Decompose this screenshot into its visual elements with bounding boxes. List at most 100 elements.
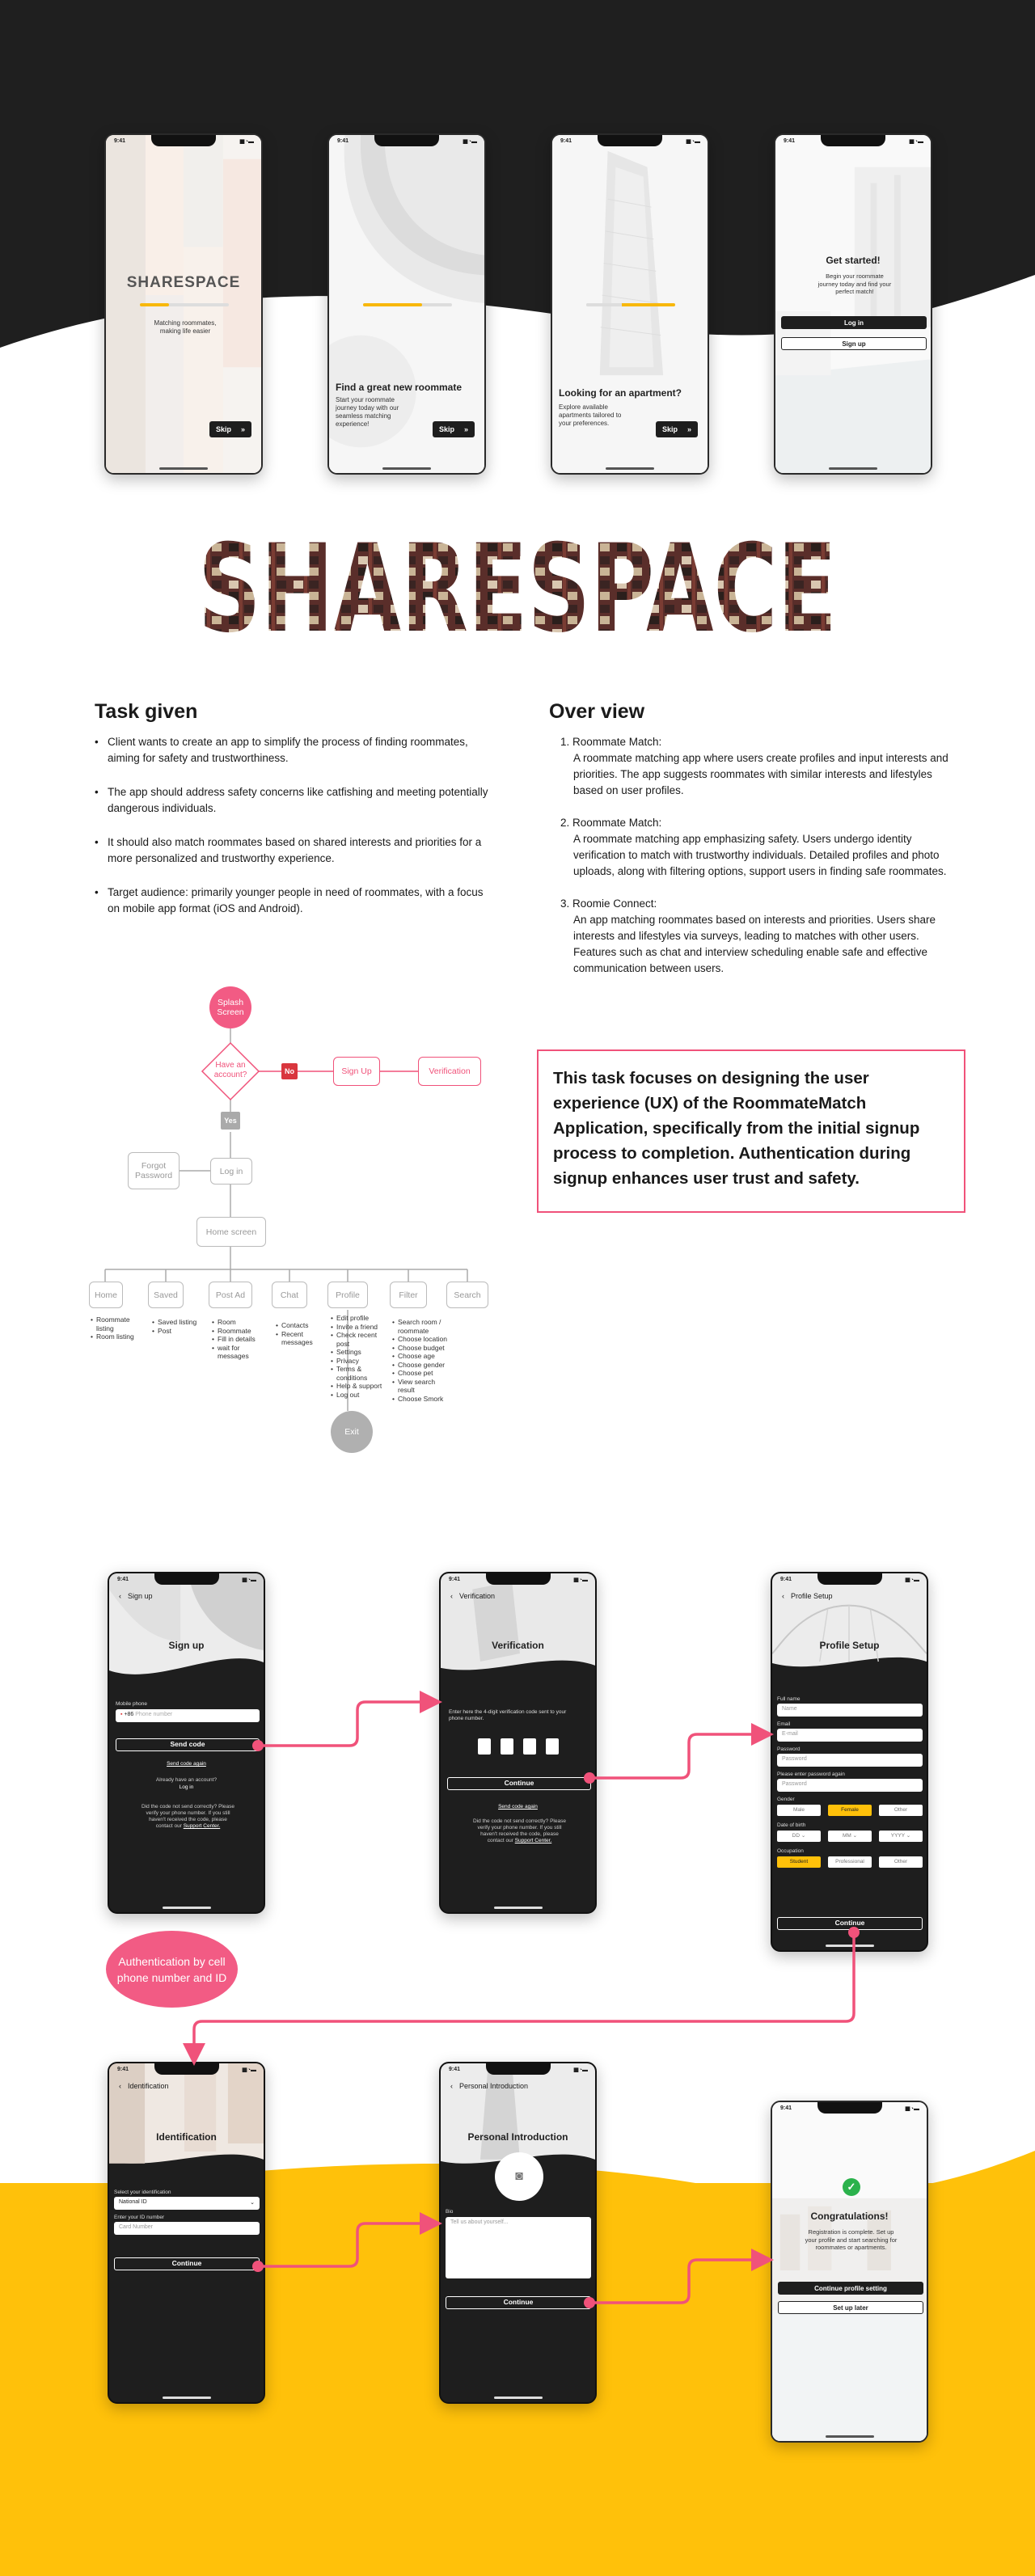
email-input[interactable]: E-mail — [777, 1729, 923, 1742]
send-again-link[interactable]: Send code again — [498, 1804, 538, 1810]
flow-tab-home: Home — [89, 1282, 123, 1308]
id-type-select[interactable]: National ID⌄ — [114, 2197, 260, 2210]
bridge-photo — [775, 135, 931, 473]
code-digit-1[interactable] — [478, 1738, 491, 1755]
step2-title: Find a great new roommate — [336, 382, 463, 393]
continue-button[interactable]: Continue — [447, 1777, 591, 1790]
password-input[interactable]: Password — [777, 1754, 923, 1767]
gender-male-chip[interactable]: Male — [777, 1805, 821, 1816]
chevron-down-icon: ⌄ — [801, 1833, 806, 1839]
password-label: Password — [777, 1746, 801, 1752]
skip-button[interactable]: Skip» — [209, 421, 252, 437]
flow-tab-chat: Chat — [272, 1282, 307, 1308]
back-icon[interactable]: ‹ — [119, 1592, 121, 1600]
flow-postad-sub: RoomRoommateFill in detailswait for mess… — [212, 1318, 270, 1361]
verification-header: ‹Verification — [450, 1592, 496, 1600]
dob-year-select[interactable]: YYYY ⌄ — [879, 1831, 923, 1842]
occupation-label: Occupation — [777, 1848, 804, 1854]
profile-title: Profile Setup — [819, 1640, 880, 1651]
intro-title: Personal Introduction — [467, 2131, 568, 2143]
flow-saved-sub: Saved listingPost — [152, 1318, 201, 1335]
verification-title: Verification — [492, 1640, 544, 1651]
occupation-professional-chip[interactable]: Professional — [828, 1856, 872, 1868]
phone-onboarding-apartment: 9:41▮▮ ◔ ▬ Looking for an apartment? Exp… — [551, 133, 709, 475]
skip-button[interactable]: Skip» — [433, 421, 475, 437]
skip-button[interactable]: Skip» — [656, 421, 699, 437]
phone-congratulations: 9:41▮▮ ◔ ▬ ✓ Congratulations! Registrati… — [771, 2101, 928, 2443]
phone-verification: 9:41▮▮ ◔ ▬ ‹Verification Verification En… — [439, 1572, 597, 1914]
phone-label: Mobile phone — [116, 1701, 148, 1707]
overview-item: 2. Roommate Match:A roommate matching ap… — [560, 817, 947, 877]
flow-tab-filter: Filter — [390, 1282, 427, 1308]
flow-yes-tag: Yes — [221, 1112, 240, 1130]
fullname-label: Full name — [777, 1696, 801, 1702]
flow-chat-sub: ContactsRecent messages — [276, 1321, 320, 1347]
brand-banner-text: SHARESPACE — [198, 530, 837, 639]
step3-progress-fill — [586, 303, 675, 306]
intro-header: ‹Personal Introduction — [450, 2082, 529, 2090]
back-icon[interactable]: ‹ — [119, 2082, 121, 2090]
email-label: Email — [777, 1721, 791, 1727]
phone-identification: 9:41▮▮ ◔ ▬ ‹Identification Identificatio… — [108, 2062, 265, 2404]
step2-progress — [363, 303, 452, 306]
id-number-input[interactable]: Card Number — [114, 2222, 260, 2235]
fullname-input[interactable]: Name — [777, 1704, 923, 1717]
login-link[interactable]: Log in — [179, 1784, 194, 1790]
flow-exit-node: Exit — [331, 1411, 373, 1453]
signup-header: ‹Sign up — [119, 1592, 153, 1600]
step3-progress — [586, 303, 675, 306]
chevron-down-icon: ⌄ — [852, 1833, 858, 1839]
verification-help: Did the code not send correctly? Please … — [473, 1818, 566, 1843]
bio-textarea[interactable]: Tell us about yourself... — [446, 2217, 591, 2278]
signup-button[interactable]: Sign up — [781, 337, 927, 350]
back-icon[interactable]: ‹ — [450, 2082, 453, 2090]
occupation-other-chip[interactable]: Other — [879, 1856, 923, 1868]
dob-month-select[interactable]: MM ⌄ — [828, 1831, 872, 1842]
continue-button[interactable]: Continue — [777, 1917, 923, 1930]
continue-profile-button[interactable]: Continue profile setting — [778, 2282, 923, 2295]
code-digit-2[interactable] — [501, 1738, 513, 1755]
signup-help: Did the code not send correctly? Please … — [142, 1804, 234, 1829]
dob-day-select[interactable]: DD ⌄ — [777, 1831, 821, 1842]
task-item: It should also match roommates based on … — [95, 834, 491, 867]
gender-female-chip[interactable]: Female — [828, 1805, 872, 1816]
code-digit-4[interactable] — [546, 1738, 559, 1755]
code-digit-3[interactable] — [523, 1738, 536, 1755]
phone-personal-intro: 9:41▮▮ ◔ ▬ ‹Personal Introduction Person… — [439, 2062, 597, 2404]
login-button[interactable]: Log in — [781, 316, 927, 329]
phone-input[interactable]: ▪ +86 Phone number — [116, 1709, 260, 1722]
gender-other-chip[interactable]: Other — [879, 1805, 923, 1816]
skip-arrow-icon: » — [241, 425, 246, 433]
flow-splash-node: Splash Screen — [209, 986, 251, 1028]
skip-arrow-icon: » — [464, 425, 469, 433]
signup-title: Sign up — [168, 1640, 205, 1651]
setup-later-button[interactable]: Set up later — [778, 2301, 923, 2314]
overview-heading: Over view — [549, 700, 645, 723]
flow-tab-post-ad: Post Ad — [209, 1282, 252, 1308]
camera-icon: ◙ — [515, 2169, 523, 2183]
continue-button[interactable]: Continue — [114, 2257, 260, 2270]
send-again-link[interactable]: Send code again — [167, 1761, 206, 1767]
overview-item: 3. Roomie Connect:An app matching roomma… — [560, 897, 936, 974]
task-list: Client wants to create an app to simplif… — [95, 734, 491, 935]
signup-header-photo — [109, 1573, 264, 1912]
splash-tagline: Matching roommates, making life easier — [154, 319, 217, 335]
flow-decision-node — [201, 1041, 260, 1101]
verification-instruction: Enter here the 4-digit verification code… — [449, 1709, 567, 1721]
back-icon[interactable]: ‹ — [450, 1592, 453, 1600]
overview-item: 1. Roommate Match:A roommate matching ap… — [560, 736, 948, 796]
back-icon[interactable]: ‹ — [782, 1592, 784, 1600]
send-code-button[interactable]: Send code — [116, 1738, 260, 1751]
splash-logo: SHARESPACE — [126, 274, 241, 291]
occupation-student-chip[interactable]: Student — [777, 1856, 821, 1868]
focus-statement: This task focuses on designing the user … — [537, 1049, 965, 1213]
continue-button[interactable]: Continue — [446, 2296, 591, 2309]
avatar-upload[interactable]: ◙ — [495, 2152, 543, 2201]
identification-header: ‹Identification — [119, 2082, 169, 2090]
task-heading: Task given — [95, 700, 198, 723]
step3-title: Looking for an apartment? — [559, 387, 682, 399]
password-confirm-input[interactable]: Password — [777, 1779, 923, 1792]
chevron-down-icon: ⌄ — [250, 2200, 255, 2206]
congrats-bg-photo — [772, 2102, 927, 2441]
flow-tab-profile: Profile — [327, 1282, 368, 1308]
